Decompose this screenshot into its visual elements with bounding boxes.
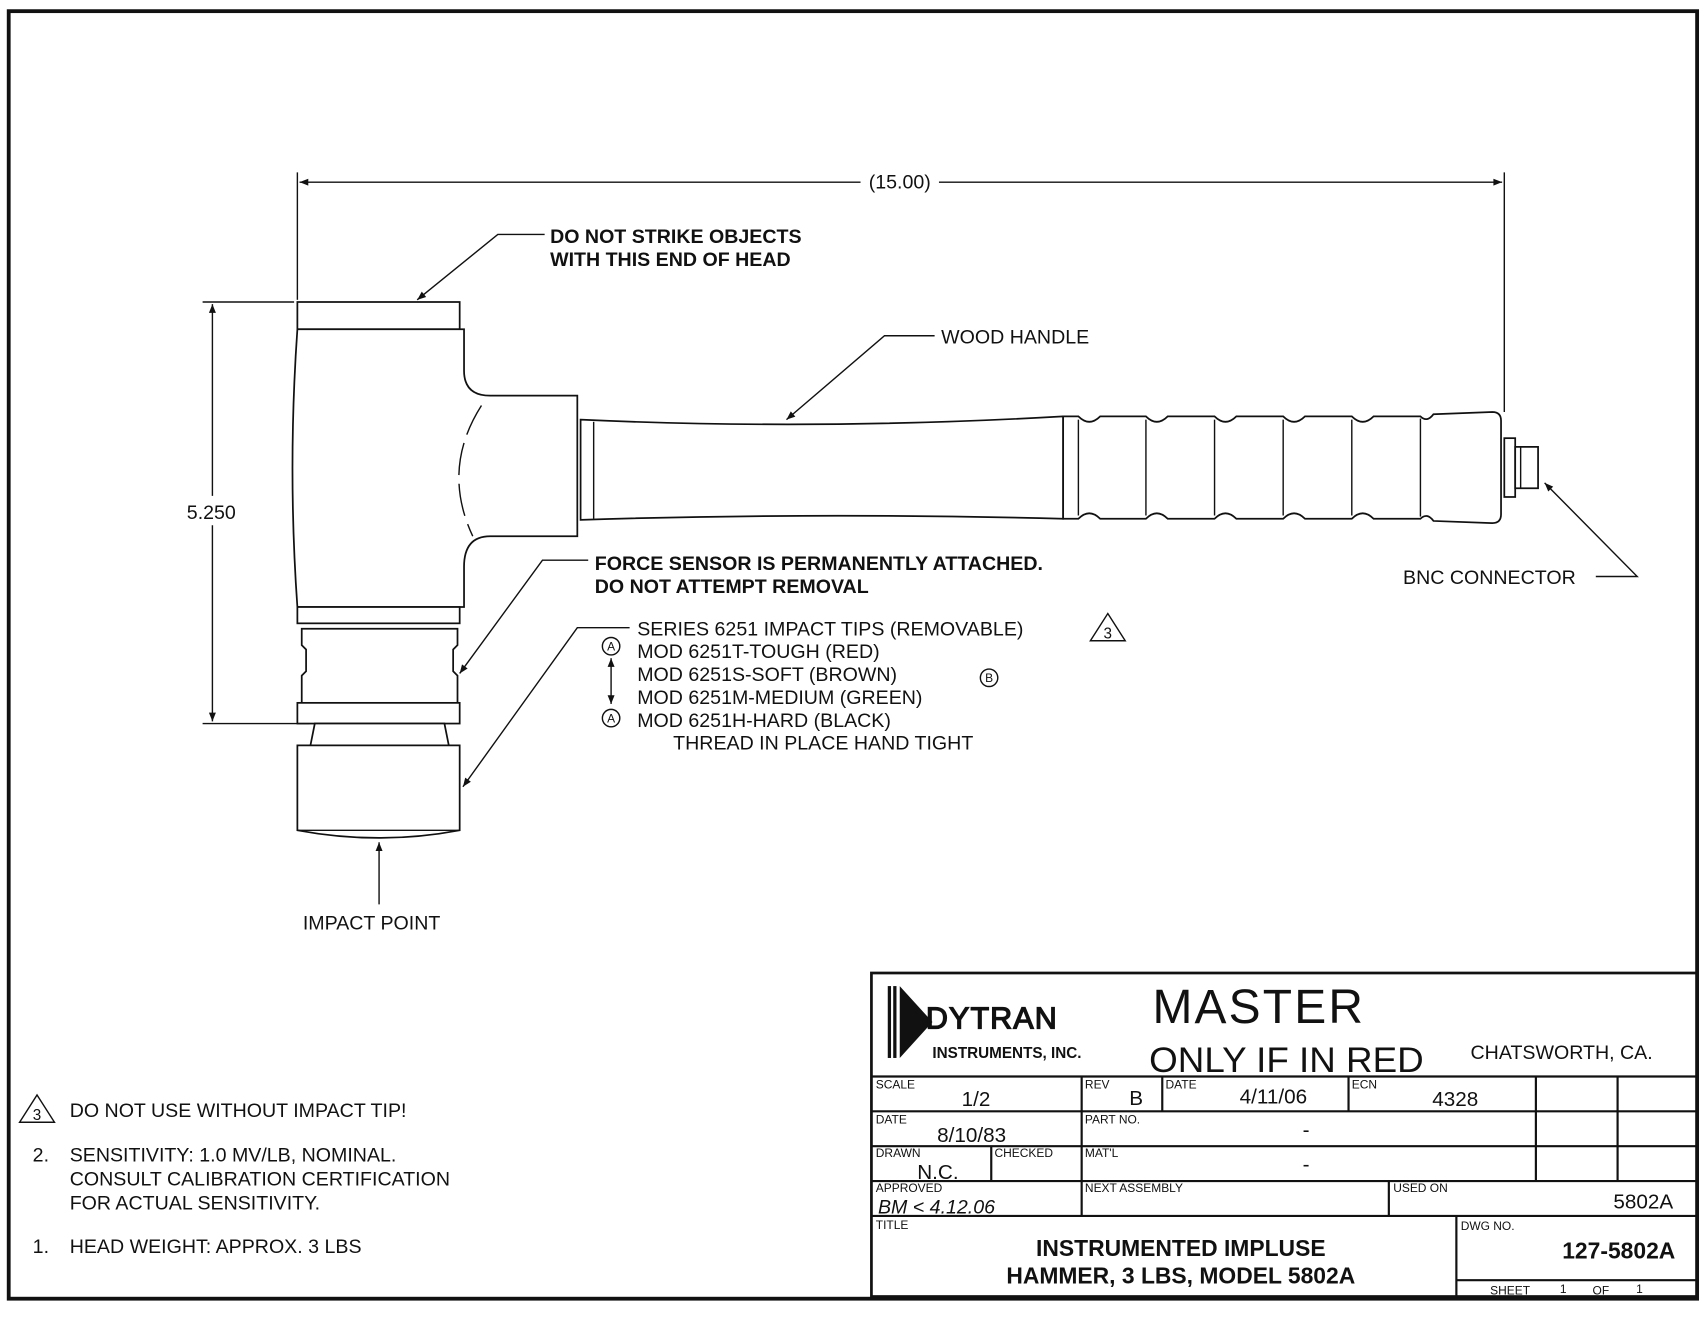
tip-item: MOD 6251S-SOFT (BROWN): [637, 664, 897, 686]
note-2-line: SENSITIVITY: 1.0 MV/LB, NOMINAL.: [70, 1144, 397, 1166]
bnc-connector-callout: BNC CONNECTOR: [1403, 482, 1639, 589]
tip-item: MOD 6251M-MEDIUM (GREEN): [637, 687, 922, 709]
dwg-no-value: 127-5802A: [1562, 1237, 1675, 1263]
revision-marker-b-icon: B: [979, 668, 999, 688]
next-assembly-label: NEXT ASSEMBLY: [1085, 1181, 1183, 1195]
used-on-label: USED ON: [1393, 1181, 1448, 1195]
master-stamp-line-1: MASTER: [1152, 981, 1365, 1034]
drawing-title-line-2: HAMMER, 3 LBS, MODEL 5802A: [1006, 1262, 1355, 1288]
material-label: MAT'L: [1085, 1146, 1119, 1160]
svg-text:A: A: [607, 640, 615, 654]
hammer-illustration: [291, 301, 1539, 839]
note-1-number: 1.: [33, 1236, 49, 1258]
head-top-cap: [296, 301, 461, 331]
sheet-total-value: 1: [1636, 1282, 1643, 1296]
note-flag-3-icon: 3: [18, 1093, 56, 1124]
ecn-label: ECN: [1352, 1077, 1377, 1091]
part-no-label: PART NO.: [1085, 1112, 1140, 1126]
revision-marker-a-icon: A: [601, 636, 621, 656]
note-1-line: HEAD WEIGHT: APPROX. 3 LBS: [70, 1236, 362, 1258]
height-dimension: 5.250: [187, 301, 310, 725]
notes: 3 DO NOT USE WITHOUT IMPACT TIP! 2. SENS…: [18, 1093, 450, 1258]
strike-warning-line-2: WITH THIS END OF HEAD: [550, 249, 791, 271]
used-on-value: 5802A: [1613, 1190, 1673, 1213]
title-label: TITLE: [876, 1218, 909, 1232]
sheet-value: 1: [1560, 1282, 1567, 1296]
impact-tip: [309, 722, 450, 747]
date-value: 8/10/83: [937, 1124, 1006, 1147]
master-stamp-line-2: ONLY IF IN RED: [1149, 1041, 1424, 1080]
sheet-border: [6, 9, 1700, 1301]
part-no-value: -: [1303, 1118, 1310, 1141]
impact-tips-callout: SERIES 6251 IMPACT TIPS (REMOVABLE) 3 MO…: [462, 612, 1127, 788]
scale-value: 1/2: [962, 1088, 991, 1111]
svg-text:3: 3: [1104, 626, 1112, 643]
scale-label: SCALE: [876, 1077, 915, 1091]
approved-signature: BM < 4.12.06: [878, 1197, 995, 1219]
date-label: DATE: [876, 1112, 907, 1126]
impact-point-callout: IMPACT POINT: [303, 842, 441, 934]
sheet-label: SHEET: [1490, 1283, 1531, 1297]
note-2-line: FOR ACTUAL SENSITIVITY.: [70, 1192, 320, 1214]
force-sensor: [300, 627, 459, 704]
checked-label: CHECKED: [995, 1146, 1054, 1160]
note-3-text: DO NOT USE WITHOUT IMPACT TIP!: [70, 1100, 407, 1122]
force-sensor-line-1: FORCE SENSOR IS PERMANENTLY ATTACHED.: [595, 553, 1043, 575]
impact-point-label: IMPACT POINT: [303, 912, 441, 934]
bnc-connector: [1503, 437, 1539, 498]
wood-handle-callout: WOOD HANDLE: [786, 326, 1089, 421]
tip-item: MOD 6251H-HARD (BLACK): [637, 710, 891, 732]
revision-flag-3-icon: 3: [1089, 612, 1127, 643]
handle-grip: [1062, 411, 1502, 524]
length-dimension: (15.00): [296, 172, 1506, 413]
strike-warning-callout: DO NOT STRIKE OBJECTS WITH THIS END OF H…: [416, 226, 802, 301]
material-value: -: [1303, 1153, 1310, 1176]
rev-date-label: DATE: [1166, 1077, 1197, 1091]
height-dimension-label: 5.250: [187, 502, 236, 524]
ecn-value: 4328: [1432, 1088, 1478, 1111]
approved-label: APPROVED: [876, 1181, 943, 1195]
bnc-connector-label: BNC CONNECTOR: [1403, 567, 1576, 589]
company-subtitle: INSTRUMENTS, INC.: [932, 1045, 1081, 1062]
company-logo-text: DYTRAN: [926, 1002, 1058, 1036]
dwg-no-label: DWG NO.: [1461, 1219, 1515, 1233]
drawn-value: N.C.: [917, 1161, 958, 1184]
impact-tips-heading: SERIES 6251 IMPACT TIPS (REMOVABLE): [637, 618, 1023, 640]
rev-label: REV: [1085, 1077, 1110, 1091]
hammer-head: [291, 328, 579, 608]
wood-handle: [579, 415, 1065, 521]
force-sensor-line-2: DO NOT ATTEMPT REMOVAL: [595, 576, 869, 598]
drawn-label: DRAWN: [876, 1146, 921, 1160]
title-block: DYTRAN INSTRUMENTS, INC. MASTER ONLY IF …: [870, 971, 1699, 1298]
location: CHATSWORTH, CA.: [1471, 1042, 1653, 1064]
svg-text:B: B: [985, 671, 993, 685]
note-2-number: 2.: [33, 1144, 49, 1166]
svg-text:A: A: [607, 711, 615, 725]
revision-marker-a-icon: A: [601, 708, 621, 728]
rev-value: B: [1129, 1087, 1143, 1110]
force-sensor-callout: FORCE SENSOR IS PERMANENTLY ATTACHED. DO…: [459, 553, 1043, 674]
svg-text:3: 3: [33, 1107, 41, 1124]
sheet-of-label: OF: [1593, 1283, 1610, 1297]
dytran-logo: DYTRAN INSTRUMENTS, INC.: [887, 986, 1082, 1062]
drawing-title-line-1: INSTRUMENTED IMPLUSE: [1036, 1235, 1326, 1261]
wood-handle-label: WOOD HANDLE: [941, 326, 1089, 348]
tip-instruction: THREAD IN PLACE HAND TIGHT: [673, 733, 973, 755]
length-dimension-label: (15.00): [869, 172, 931, 194]
rev-date-value: 4/11/06: [1240, 1086, 1307, 1109]
tip-item: MOD 6251T-TOUGH (RED): [637, 641, 879, 663]
strike-warning-line-1: DO NOT STRIKE OBJECTS: [550, 226, 801, 248]
note-2-line: CONSULT CALIBRATION CERTIFICATION: [70, 1168, 450, 1190]
